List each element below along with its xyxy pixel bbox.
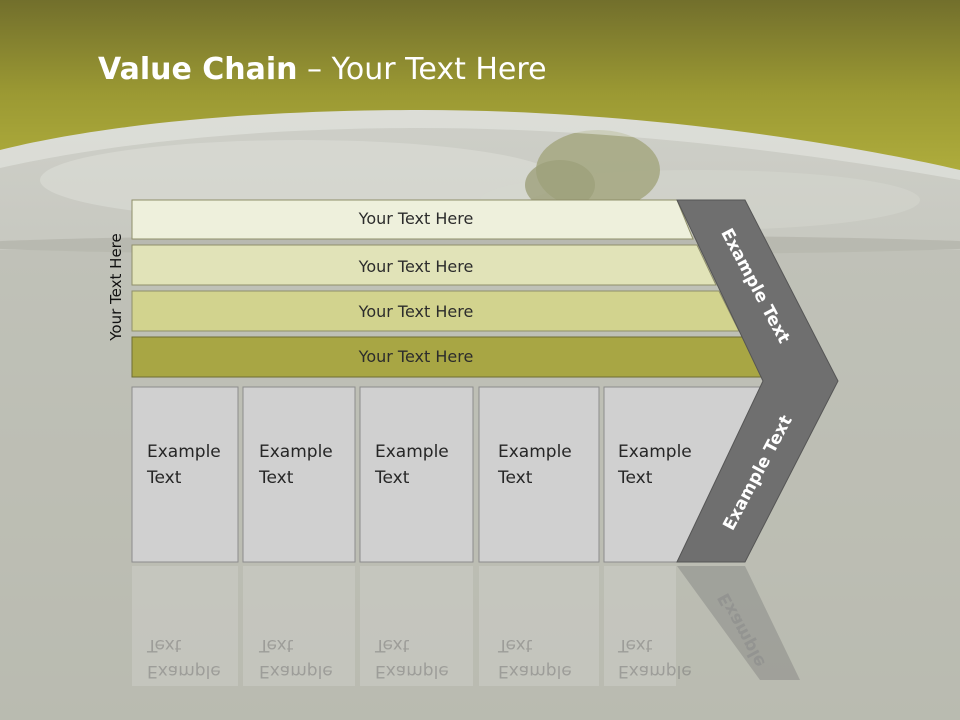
box-1 — [131, 386, 239, 563]
bar-2-label: Your Text Here — [358, 257, 474, 276]
bar-2 — [131, 244, 717, 286]
bar-1 — [131, 199, 694, 240]
box-2 — [242, 386, 356, 563]
bar-4-label: Your Text Here — [358, 347, 474, 366]
box-4 — [478, 386, 600, 563]
chevron-reflection — [677, 566, 800, 680]
bar-1-label: Your Text Here — [358, 209, 474, 228]
page-title: Value Chain – Your Text Here — [98, 52, 547, 87]
reflection — [132, 566, 676, 686]
bar-3-label: Your Text Here — [358, 302, 474, 321]
box-3 — [359, 386, 474, 563]
chevron — [676, 199, 839, 563]
